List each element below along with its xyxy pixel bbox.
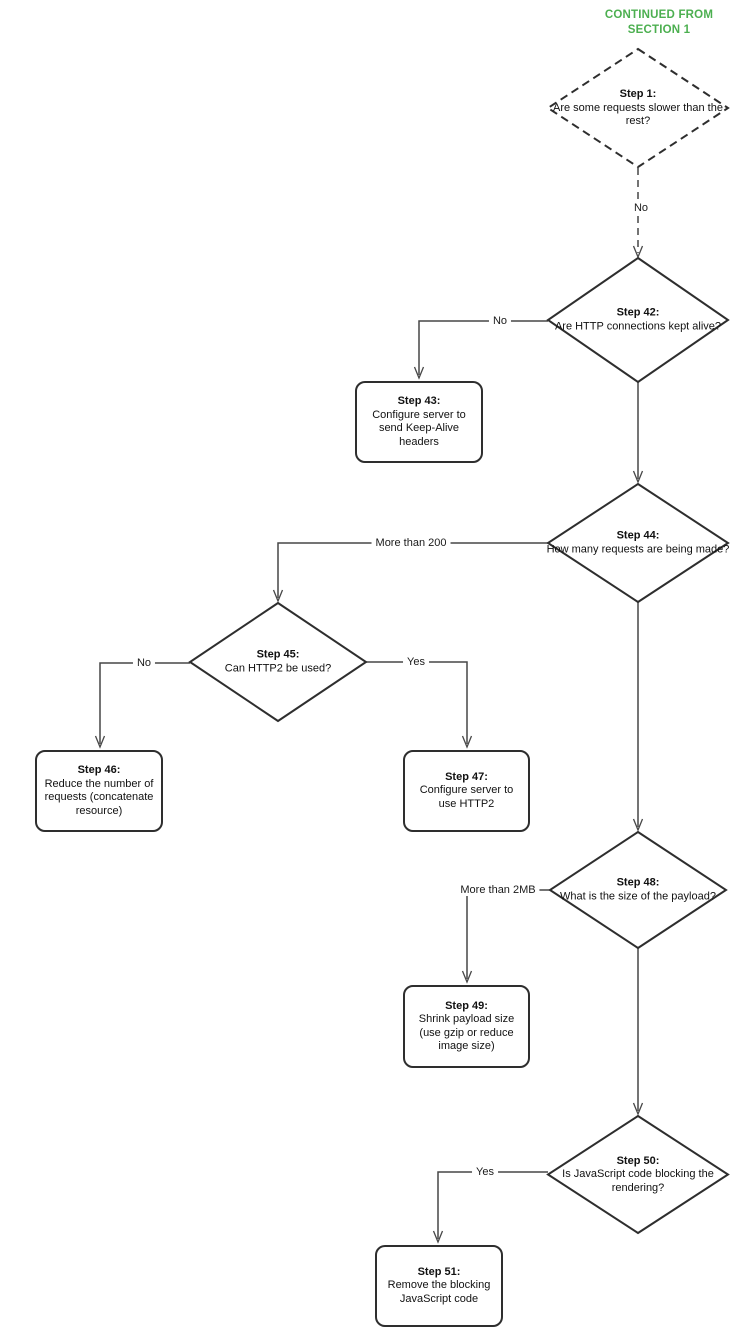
edge-step50-step51 — [437, 1171, 548, 1239]
arrowhead — [272, 589, 284, 603]
diamond-shape — [548, 1116, 728, 1233]
node-title: Step 46: — [77, 764, 121, 776]
arrowhead — [632, 818, 644, 832]
node-text: Is JavaScript code blocking the renderin… — [562, 1167, 714, 1194]
node-text: Reduce the number of requests (concatena… — [44, 777, 154, 817]
arrowhead — [461, 735, 473, 749]
flow-node-step-48: Step 48: What is the size of the payload… — [550, 832, 726, 948]
node-title: Step 44: — [616, 529, 660, 542]
flow-node-step-46: Step 46: Reduce the number of requests (… — [35, 750, 163, 832]
node-text: Are some requests slower than the rest? — [553, 101, 723, 127]
arrowhead — [632, 1102, 644, 1116]
flow-node-step-43: Step 43: Configure server to send Keep-A… — [355, 381, 483, 463]
edge-label-no-step42: No — [488, 315, 512, 327]
node-title: Step 51: — [417, 1265, 461, 1278]
diamond-shape — [548, 484, 728, 602]
arrowhead — [413, 366, 425, 380]
flow-node-step-42: Step 42: Are HTTP connections kept alive… — [548, 258, 728, 382]
edge-step45-step47 — [366, 661, 468, 744]
edge-label-more-than-2mb: More than 2MB — [456, 884, 540, 896]
node-text: Configure server to use HTTP2 — [419, 784, 514, 810]
node-title: Step 49: — [445, 999, 488, 1012]
edge-label-more-than-200: More than 200 — [371, 537, 451, 549]
edge-label-yes-step50: Yes — [472, 1166, 498, 1178]
edge-step42-step43 — [418, 320, 548, 375]
edge-label-yes-step45: Yes — [403, 656, 429, 668]
node-text: Shrink payload size (use gzip or reduce … — [418, 1013, 515, 1052]
diamond-shape — [548, 258, 728, 382]
edge-step45-step46 — [99, 662, 190, 744]
edge-step48-step49 — [466, 889, 550, 979]
node-title: Step 48: — [616, 876, 660, 889]
node-text: Can HTTP2 be used? — [224, 662, 332, 674]
flow-node-step-49: Step 49: Shrink payload size (use gzip o… — [403, 985, 530, 1068]
arrowhead — [461, 970, 473, 984]
flow-node-step-50: Step 50: Is JavaScript code blocking the… — [548, 1116, 728, 1233]
flow-node-step-1: Step 1: Are some requests slower than th… — [548, 49, 728, 167]
node-text: What is the size of the payload? — [560, 890, 716, 902]
flow-node-step-51: Step 51: Remove the blocking JavaScript … — [375, 1245, 503, 1327]
flow-node-step-45: Step 45: Can HTTP2 be used? — [190, 603, 366, 721]
node-title: Step 47: — [445, 770, 488, 783]
node-text: Configure server to send Keep-Alive head… — [372, 408, 466, 448]
edge-label-no-step1: No — [629, 202, 653, 214]
header-line1: CONTINUED FROM — [604, 9, 714, 21]
node-text: Remove the blocking JavaScript code — [387, 1279, 491, 1305]
node-text: How many requests are being made? — [546, 543, 730, 555]
node-title: Step 43: — [397, 395, 441, 407]
edge-step44-step45 — [277, 542, 548, 598]
diamond-shape — [550, 832, 726, 948]
flow-node-step-44: Step 44: How many requests are being mad… — [548, 484, 728, 602]
header-line2: SECTION 1 — [627, 24, 691, 36]
node-text: Are HTTP connections kept alive? — [554, 320, 722, 332]
node-title: Step 1: — [619, 87, 657, 100]
flow-node-step-47: Step 47: Configure server to use HTTP2 — [403, 750, 530, 832]
diamond-shape — [190, 603, 366, 721]
node-title: Step 50: — [616, 1154, 660, 1167]
diamond-shape — [548, 49, 728, 167]
arrowhead — [632, 470, 644, 484]
edge-label-no-step45: No — [132, 657, 156, 669]
arrowhead — [94, 735, 106, 749]
arrowhead — [632, 245, 644, 259]
continued-from-header: CONTINUED FROM SECTION 1 — [534, 8, 750, 38]
node-title: Step 45: — [256, 648, 300, 661]
arrowhead — [432, 1230, 444, 1244]
node-title: Step 42: — [616, 306, 660, 319]
